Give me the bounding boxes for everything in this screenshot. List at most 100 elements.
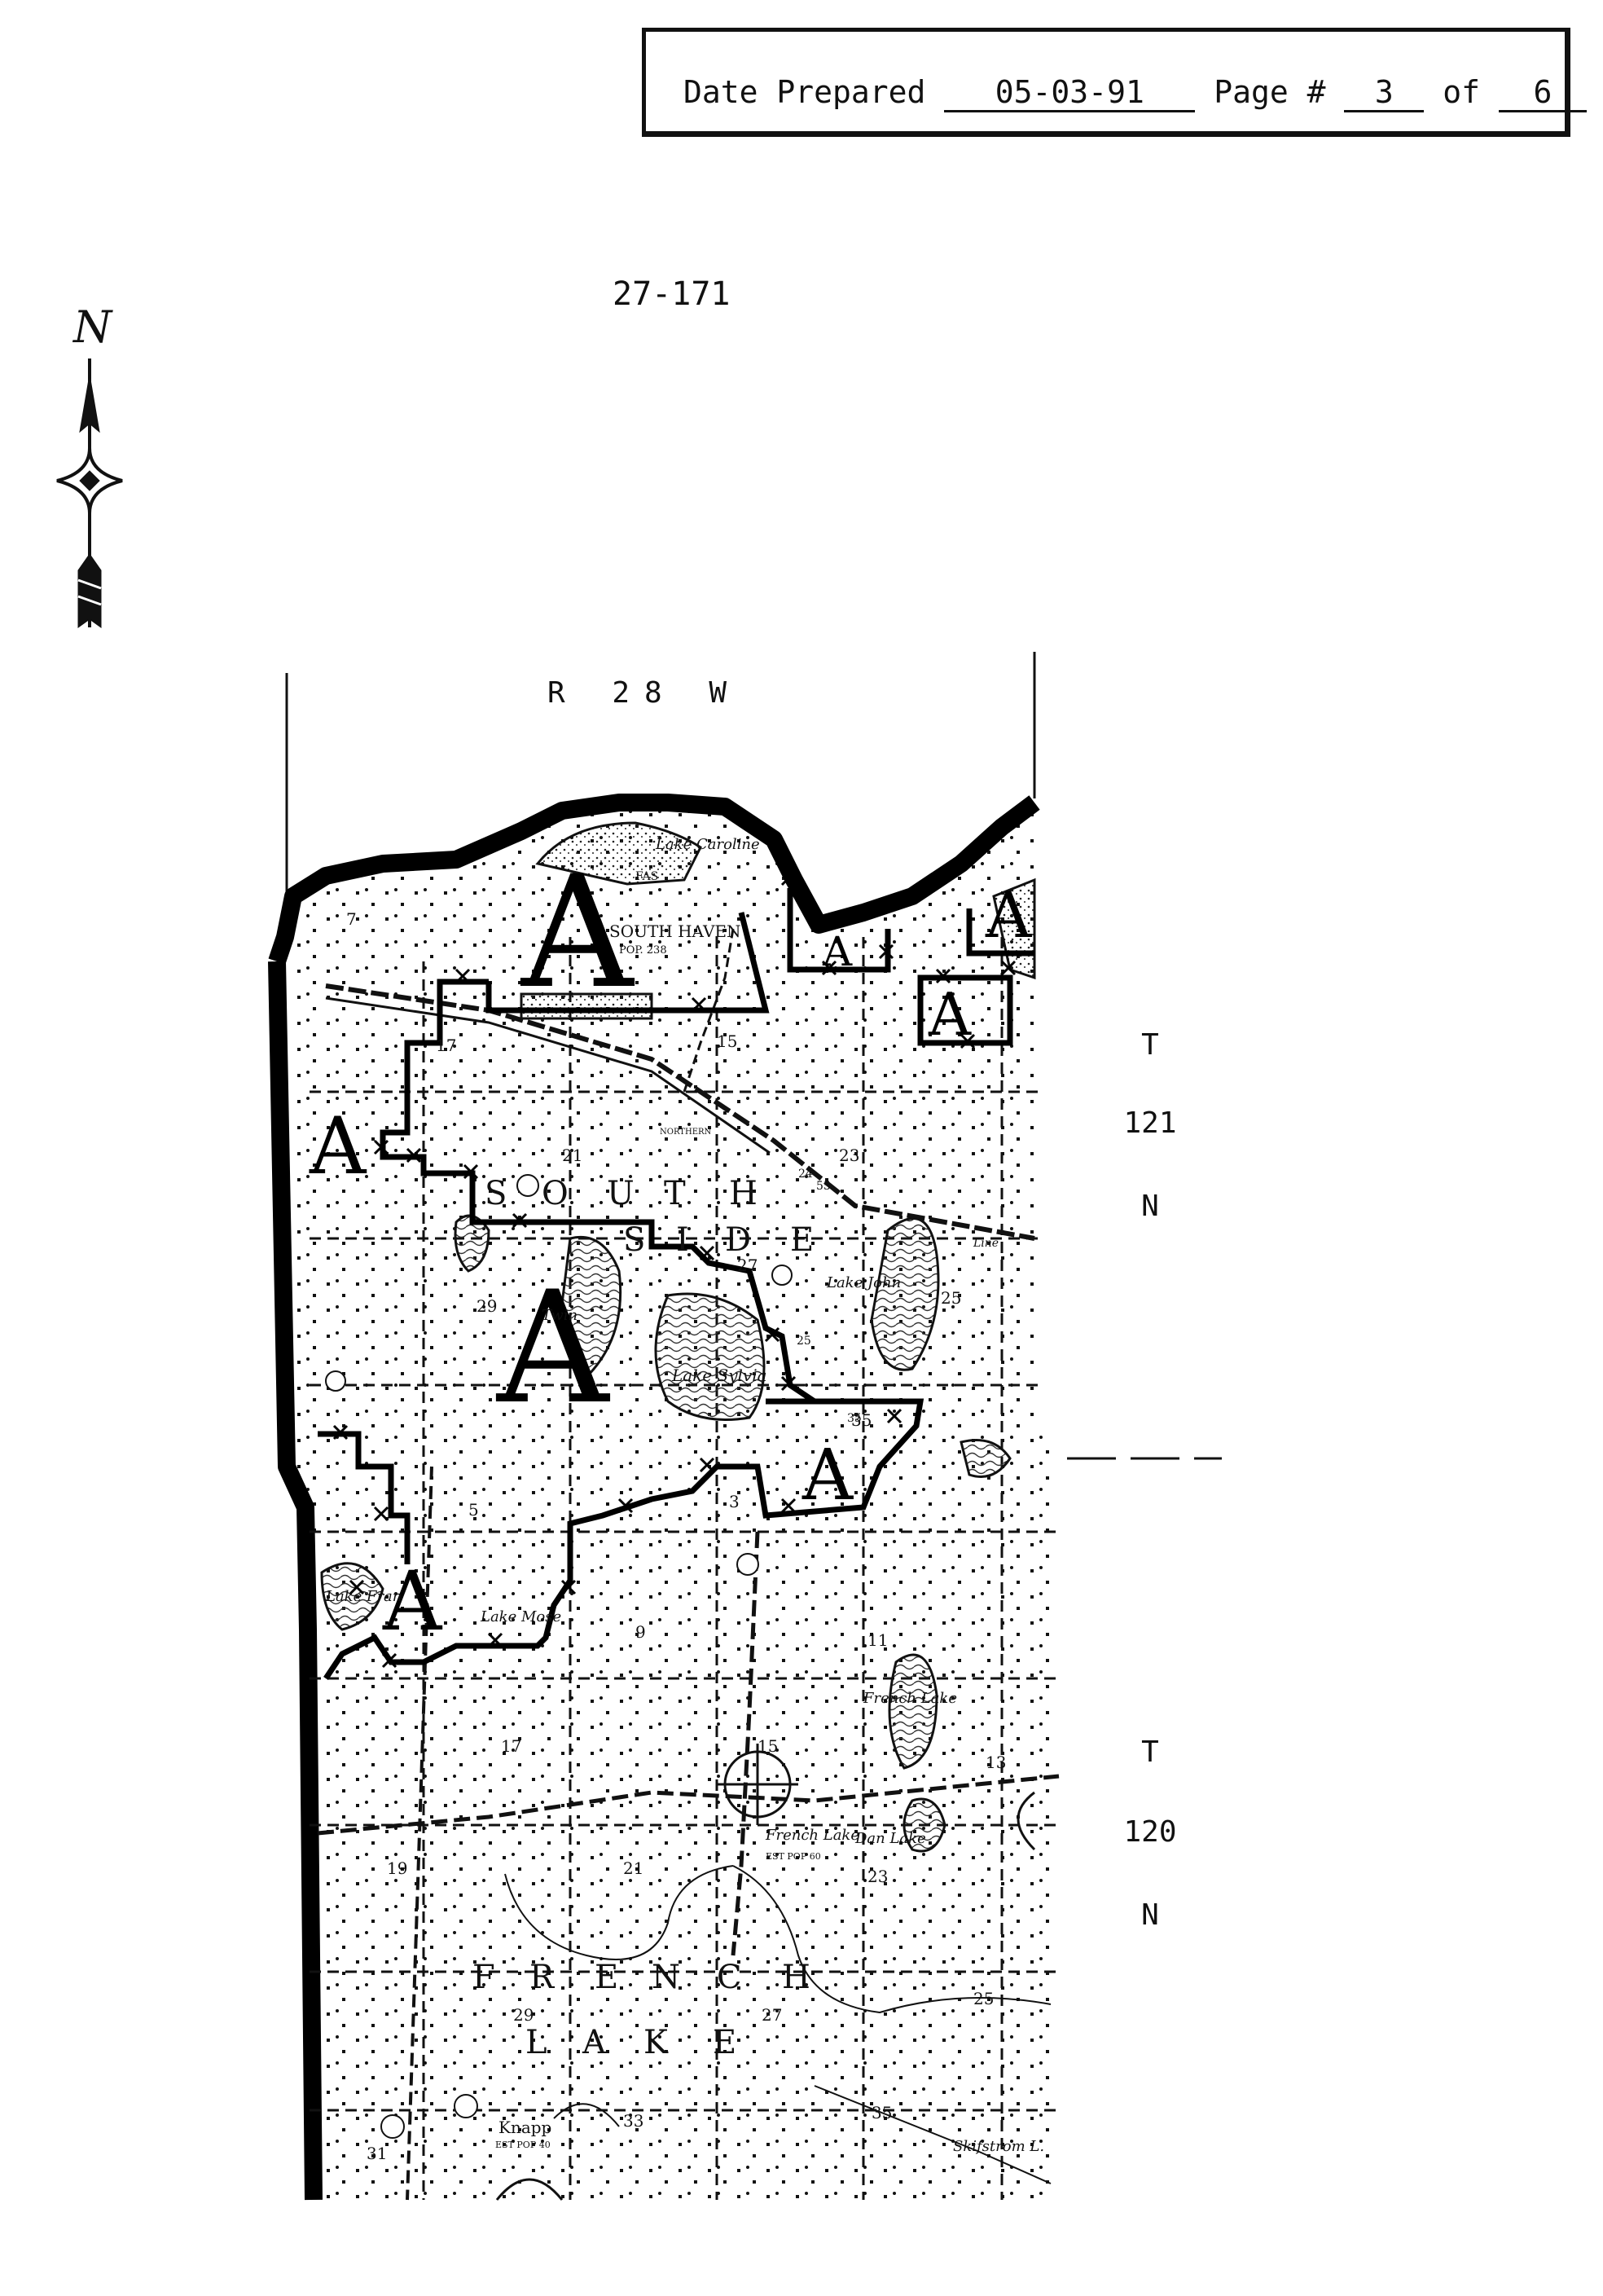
section-number: 27 (737, 1256, 758, 1275)
french-lake-letter: E (595, 1959, 618, 1996)
zone-a-letter: A (802, 1435, 854, 1516)
lakes (320, 821, 1036, 1853)
south-haven-pop: POP. 238 (619, 944, 667, 957)
section-number: 29 (513, 2005, 534, 2025)
zone-a-letters: A A A A A A A A (309, 842, 1033, 1649)
section-number: 17 (436, 1036, 456, 1055)
french-lake-pop: EST POP 60 (766, 1851, 821, 1862)
road-shields (325, 1174, 1036, 2201)
french-lake-letter: F (472, 1959, 495, 1996)
lake-moses-label: Lake Mose (480, 1608, 561, 1625)
dan-lake-label: Dan Lake (854, 1830, 926, 1847)
north-label: N (73, 301, 112, 353)
place-names: SOUTH HAVEN POP. 238 French Lake EST POP… (325, 836, 1044, 2155)
township-t121-t: T (1141, 1028, 1159, 1062)
road-label: 25 (797, 1335, 811, 1348)
streams (504, 1865, 1052, 2184)
section-number: 33 (623, 2111, 643, 2131)
lake-sylvia-label: Lake Sylvia (671, 1366, 767, 1385)
french-lake-letter: H (782, 1959, 810, 1996)
road-label: 55 (816, 1180, 831, 1193)
road-label: NORTHERN (660, 1128, 712, 1137)
south-side-letter: U (607, 1175, 635, 1212)
section-number: 21 (562, 1146, 582, 1165)
section-number: 13 (986, 1753, 1006, 1772)
section-number: 25 (941, 1288, 961, 1308)
section-number: 15 (717, 1031, 737, 1051)
section-number: 7 (346, 909, 357, 929)
section-number: 23 (867, 1867, 888, 1886)
header-row: Date Prepared 05-03-91 Page # 3 of 6 (683, 74, 1587, 112)
header-box: Date Prepared 05-03-91 Page # 3 of 6 (642, 28, 1587, 137)
french-lake-letter: K (643, 2024, 669, 2061)
road-label: FAS (635, 870, 658, 883)
zone-a-letter: A (382, 1554, 443, 1649)
township-names: S O U T H S I D E F R E N C H L A K E (472, 1175, 814, 2061)
south-side-letter: O (542, 1175, 569, 1212)
road-label: Line (973, 1237, 999, 1250)
section-number: 31 (367, 2144, 387, 2163)
zone-a-letter: A (928, 980, 972, 1049)
north-arrow-icon (56, 358, 123, 628)
township-t120-num: 120 (1123, 1815, 1177, 1849)
county-boundary (268, 794, 1040, 2201)
township-t120-t: T (1141, 1735, 1159, 1769)
lake-caroline-label: Lake Caroline (655, 836, 760, 853)
date-label: Date Prepared (683, 74, 926, 110)
date-value: 05-03-91 (944, 74, 1196, 112)
township-t120-n: N (1141, 1898, 1159, 1932)
french-lake-letter: N (652, 1959, 680, 1996)
zone-a-letter: A (309, 1101, 367, 1192)
boundary-x-markers (332, 870, 1017, 1669)
zone-a-letter: A (520, 842, 635, 1023)
section-numbers: 7 15 17 21 23 25 27 29 35 5 3 9 11 13 15… (346, 909, 1006, 2163)
section-number: 9 (635, 1622, 646, 1642)
township-t121-n: N (1141, 1190, 1159, 1223)
lake-francis-label: Lake Fran (325, 1588, 402, 1605)
section-number: 29 (477, 1296, 497, 1316)
french-lake-letter: C (717, 1959, 742, 1996)
south-side-letter: E (790, 1221, 814, 1259)
south-side-letter: S (485, 1175, 507, 1212)
french-lake-letter: A (582, 2024, 607, 2061)
section-number: 5 (468, 1500, 479, 1520)
twin-lake-label: Twin (542, 1307, 578, 1324)
section-number: 17 (501, 1736, 521, 1756)
section-number: 27 (762, 2005, 782, 2025)
south-side-letter: H (729, 1175, 758, 1212)
french-lake-letter: E (713, 2024, 736, 2061)
french-lake-letter: R (529, 1959, 556, 1996)
section-number: 35 (872, 2103, 892, 2122)
road-label: 24 (798, 1168, 813, 1181)
page-label: Page # (1214, 74, 1326, 110)
knapp-label: Knapp (498, 2118, 551, 2137)
south-haven-label: SOUTH HAVEN (609, 921, 741, 941)
total-value: 6 (1498, 74, 1587, 112)
page-value: 3 (1344, 74, 1425, 112)
section-number: 25 (973, 1989, 994, 2008)
south-side-letter: S (623, 1221, 645, 1259)
highways (317, 928, 1060, 2201)
township-t121-num: 121 (1123, 1106, 1177, 1140)
section-number: 11 (867, 1630, 888, 1650)
knapp-pop: EST POP 40 (495, 2140, 551, 2150)
of-label: of (1443, 74, 1481, 110)
section-number: 19 (387, 1858, 407, 1878)
zone-a-letter: A (822, 928, 853, 975)
south-side-letter: T (664, 1175, 686, 1212)
range-label: R 28 W (547, 676, 742, 710)
french-lake-label: French Lake (863, 1690, 957, 1707)
french-lake-letter: L (525, 2024, 547, 2061)
road-label: 35 (847, 1412, 862, 1425)
zone-a-letter: A (495, 1258, 611, 1438)
skifstrom-lake-label: Skifstrom L. (953, 2138, 1044, 2155)
zone-a-letter: A (985, 879, 1033, 952)
section-number: 23 (839, 1146, 859, 1165)
south-side-letter: I (676, 1221, 689, 1259)
french-lake-town-label: French Lake (765, 1827, 859, 1844)
section-number: 35 (851, 1410, 872, 1430)
lake-john-label: Lake John (826, 1274, 901, 1291)
section-number: 21 (623, 1858, 643, 1878)
south-side-letter: D (725, 1221, 751, 1259)
